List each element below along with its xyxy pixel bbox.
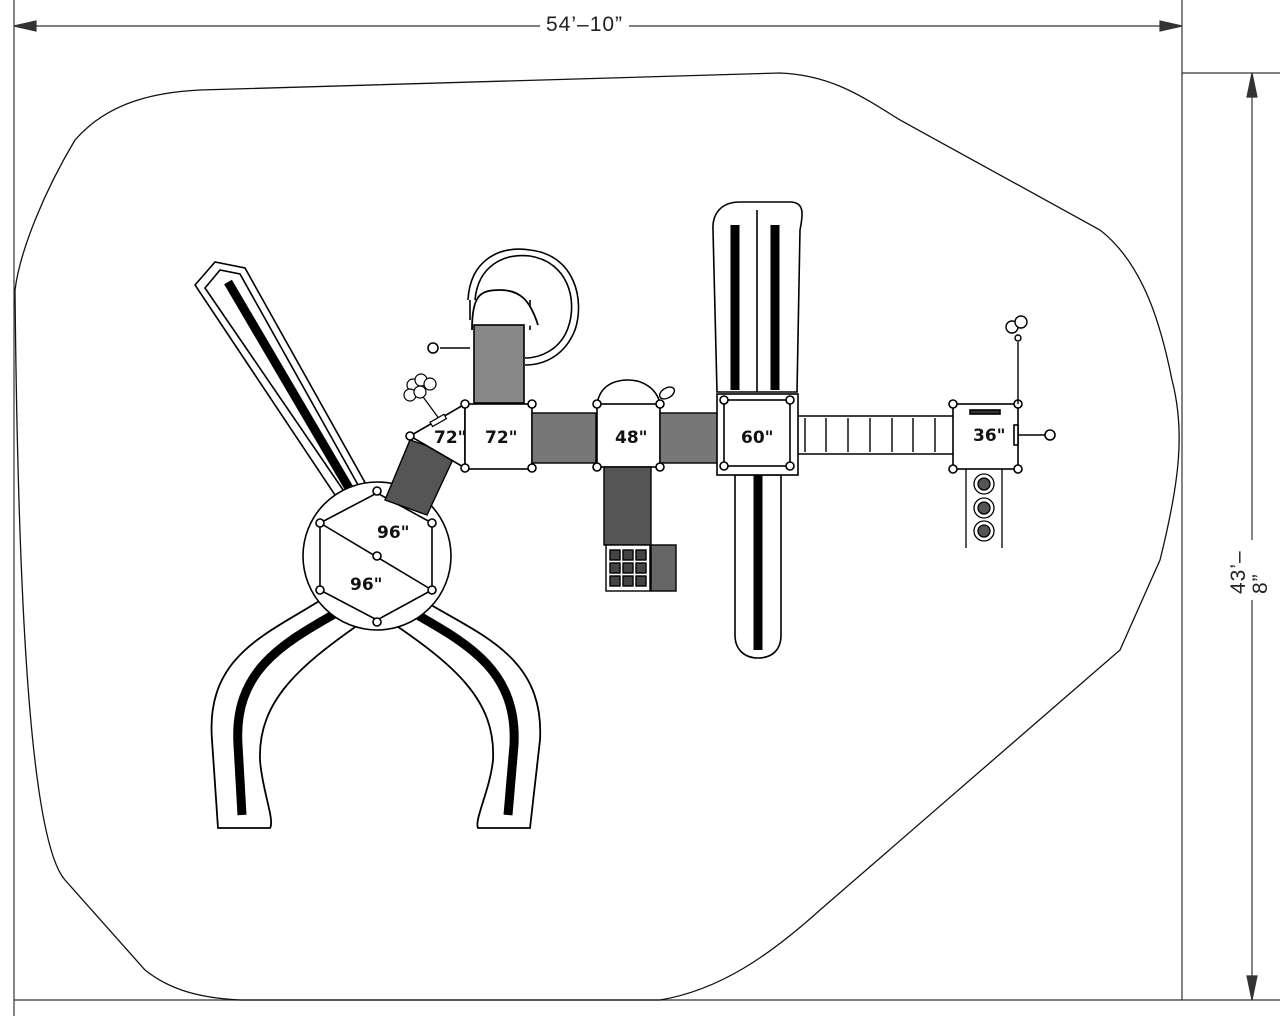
deck-label-36: 36" <box>973 426 1006 446</box>
deck-label-72-square: 72" <box>485 428 518 448</box>
double-slide-north <box>712 201 803 393</box>
deck-label-96-lower: 96" <box>350 575 383 595</box>
curved-slide-southeast <box>384 591 541 829</box>
deck-label-60: 60" <box>741 428 774 448</box>
deck-96-tower <box>302 481 452 631</box>
depth-dimension-label: 43’–8” <box>1227 540 1272 600</box>
panel-stepper <box>965 469 1003 548</box>
deck-48 <box>592 379 665 472</box>
steering-wheel <box>658 386 676 400</box>
telescope <box>1005 315 1028 404</box>
curved-slide-southwest <box>210 591 369 829</box>
bridge-72-48 <box>531 412 597 464</box>
deck-60 <box>716 393 799 476</box>
deck-label-72-triangle: 72" <box>434 428 467 448</box>
deck-label-96-upper: 96" <box>377 523 410 543</box>
balloon-panel <box>403 373 448 428</box>
ladder-bridge-60-36 <box>798 415 953 455</box>
use-zone-boundary <box>14 72 1180 1001</box>
deck-label-48: 48" <box>615 428 648 448</box>
bridge-48-60 <box>659 412 721 464</box>
stairs-48 <box>603 466 677 592</box>
straight-slide-northwest <box>193 261 374 512</box>
deck-36 <box>948 399 1056 474</box>
spiral-slide <box>427 248 580 404</box>
slide-south <box>734 474 782 659</box>
width-dimension-label: 54’–10” <box>540 14 630 36</box>
